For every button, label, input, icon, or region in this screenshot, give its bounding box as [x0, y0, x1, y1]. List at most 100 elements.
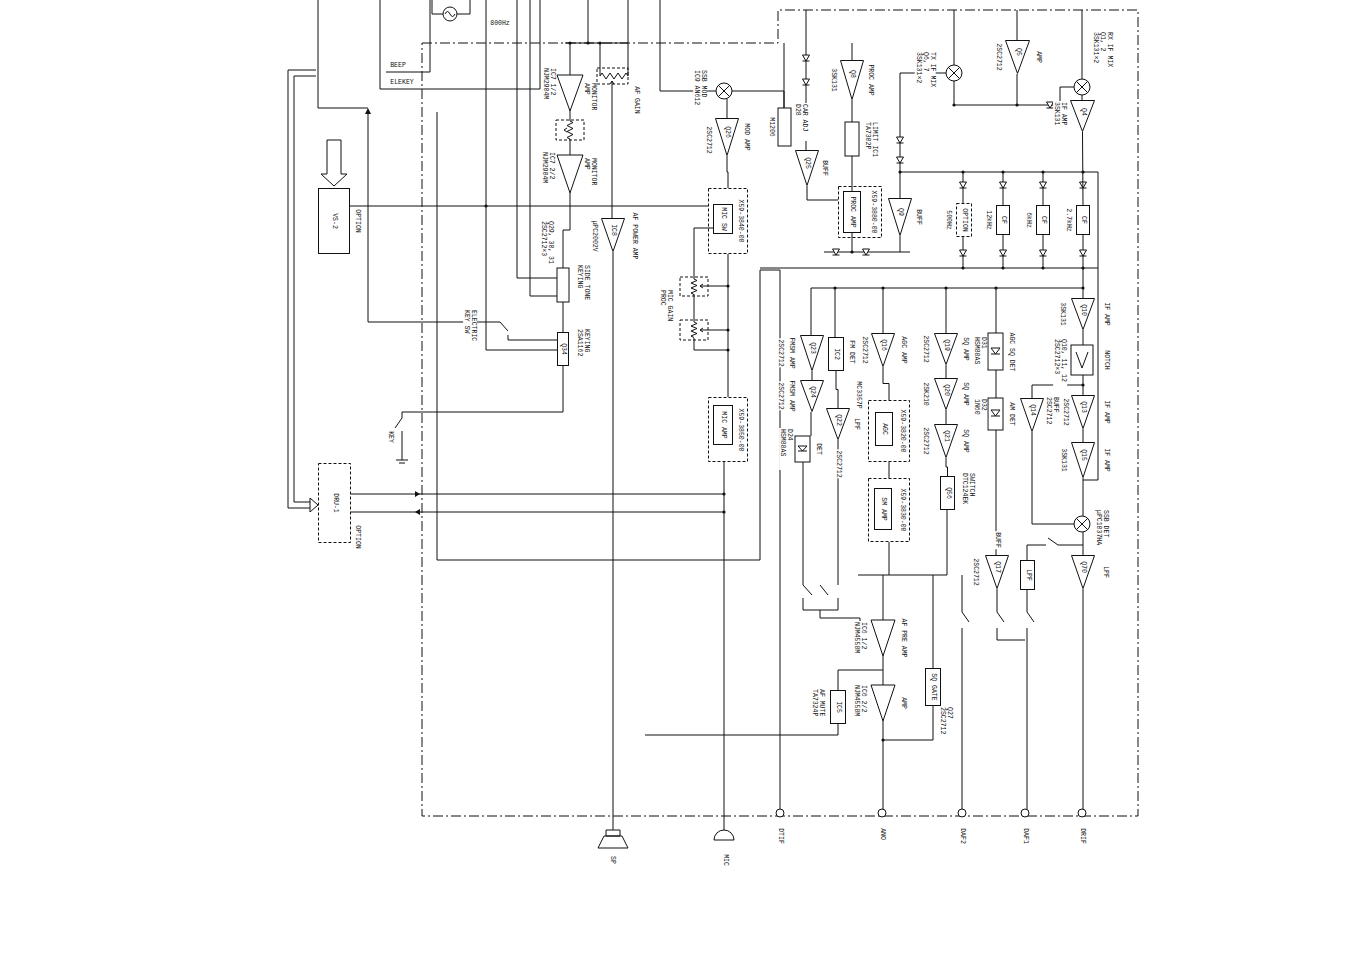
oscillator-circle — [443, 7, 457, 21]
amplifier-triangle: Q10 — [1071, 298, 1095, 330]
signal-label: IC6 2/2 NJM4558M — [853, 684, 867, 722]
block-text: IC8 — [609, 224, 616, 236]
signal-label: NOTCH — [1102, 349, 1109, 371]
speaker-symbol — [598, 830, 628, 848]
box-outline — [1077, 206, 1090, 235]
module-box: X59-3850-00MIC AMP — [708, 397, 748, 462]
connector-group — [727, 132, 1083, 476]
signal-label: 2SC2712 — [834, 449, 841, 478]
signal-label: IC7 2/2 NJM2904M — [541, 151, 555, 189]
signal-label: Q27 2SC2712 — [939, 706, 953, 738]
box-outline — [869, 479, 910, 542]
block-text: Q26 — [723, 126, 730, 138]
block-text: Q14 — [1028, 404, 1035, 416]
triangle-outline — [935, 334, 958, 365]
triangle-outline — [1021, 399, 1044, 432]
triangle-outline — [935, 425, 958, 458]
triangle-outline — [935, 379, 958, 410]
block-text: MIC AMP — [719, 411, 726, 438]
block-text: PROC AMP — [848, 196, 855, 227]
signal-label: AF POWER AMP — [630, 212, 637, 261]
circuit-block: MIC AMP — [713, 405, 733, 445]
signal-label: 2SC2712 — [776, 381, 783, 410]
signal-label: IF AMP — [1102, 301, 1109, 326]
signal-label: M1206 — [767, 116, 774, 138]
signal-label: BUFF — [993, 531, 1000, 549]
circuit-block: IC2 — [828, 337, 844, 371]
block-text: SQ GATE — [929, 673, 936, 700]
signal-label: MONITOR AMP — [583, 82, 597, 118]
signal-connector — [812, 371, 813, 380]
signal-label: AMP — [1034, 50, 1041, 64]
amplifier-triangle: Q5 — [1005, 40, 1030, 74]
signal-label: SP — [608, 855, 615, 865]
signal-label: D24 HSM88AS — [779, 428, 793, 470]
signal-connector — [1083, 429, 1084, 442]
module-box: OPTION — [956, 203, 972, 237]
terminal-circle — [878, 809, 886, 817]
signal-label: TX IF MIX Q6, 7 3SK131×2 — [914, 51, 935, 93]
circuit-block: Q34 — [557, 332, 569, 366]
signal-connector — [946, 458, 948, 476]
signal-label: SQ AMP — [961, 381, 968, 406]
amplifier-triangle: Q15 — [1071, 442, 1095, 478]
box-outline — [926, 669, 941, 706]
signal-label: ANO — [878, 827, 885, 841]
box-outline — [829, 338, 844, 371]
signal-connector — [836, 371, 838, 408]
box-outline — [1037, 206, 1050, 235]
signal-label: 2SC2712 — [860, 335, 867, 364]
amplifier-triangle: Q9 — [888, 198, 912, 236]
module-box: DRU-1 — [318, 463, 351, 543]
signal-label: 3SK131 — [1058, 301, 1065, 326]
signal-label: AGC SQ DET — [1007, 331, 1014, 372]
amplifier-triangle: Q25 — [795, 150, 819, 186]
block-text: MIC SW — [719, 207, 726, 230]
oscillator-wave — [445, 12, 455, 17]
triangle-outline — [841, 61, 864, 100]
triangle-outline — [796, 151, 819, 186]
signal-label: FM DET — [847, 339, 854, 364]
amplifier-triangle: Q26 — [715, 118, 739, 156]
amplifier-triangle: Q13 — [1071, 395, 1095, 429]
signal-label: LPF — [852, 417, 859, 431]
signal-label: MIC — [721, 853, 728, 867]
block-text: Q20 — [942, 384, 949, 396]
amplifier-triangle: Q70 — [1071, 555, 1095, 589]
triangle-outline — [1006, 41, 1030, 74]
block-text: AGC — [880, 423, 887, 435]
signal-label: 500Hz — [944, 209, 951, 231]
signal-label: BUFF — [820, 159, 827, 177]
signal-label: 3SK131 — [1059, 447, 1066, 472]
signal-label: 2SC2712 — [994, 42, 1001, 71]
dashed-enclosures — [556, 68, 708, 340]
signal-label: SWITCH DTC124EK — [961, 472, 975, 514]
block-text: X59-3840-00 — [736, 200, 743, 243]
signal-label: AM DET — [1007, 401, 1014, 426]
block-text: Q5 — [1014, 48, 1021, 56]
amplifier-triangle: Q24 — [800, 380, 824, 412]
signal-label: MIC GAIN PROC — [659, 289, 673, 331]
block-outline — [840, 60, 864, 100]
block-text: SM AMP — [879, 497, 886, 520]
block-text: IC2 — [832, 348, 839, 360]
signal-connector — [946, 410, 947, 424]
amplifier-triangle: Q14 — [1020, 398, 1044, 432]
box-outline — [875, 489, 892, 530]
triangle-outline — [716, 119, 739, 156]
block-text: Q23 — [808, 342, 815, 354]
signal-label: FMSM AMP — [787, 336, 794, 369]
circuit-block: CF — [1036, 205, 1050, 235]
signal-label: ELEKEY — [389, 79, 414, 86]
block-text: Q9 — [896, 208, 903, 216]
circuit-block: Q56 — [940, 476, 955, 510]
terminal-circle — [1021, 809, 1029, 817]
triangle-outline — [1072, 299, 1095, 330]
signal-label: LPF — [1101, 565, 1108, 579]
block-text: X59-3820-00 — [898, 410, 905, 453]
block-text: Q56 — [944, 487, 951, 499]
block-text: Q8 — [848, 70, 855, 78]
box-outline — [709, 398, 748, 462]
block-text: Q19 — [942, 339, 949, 351]
